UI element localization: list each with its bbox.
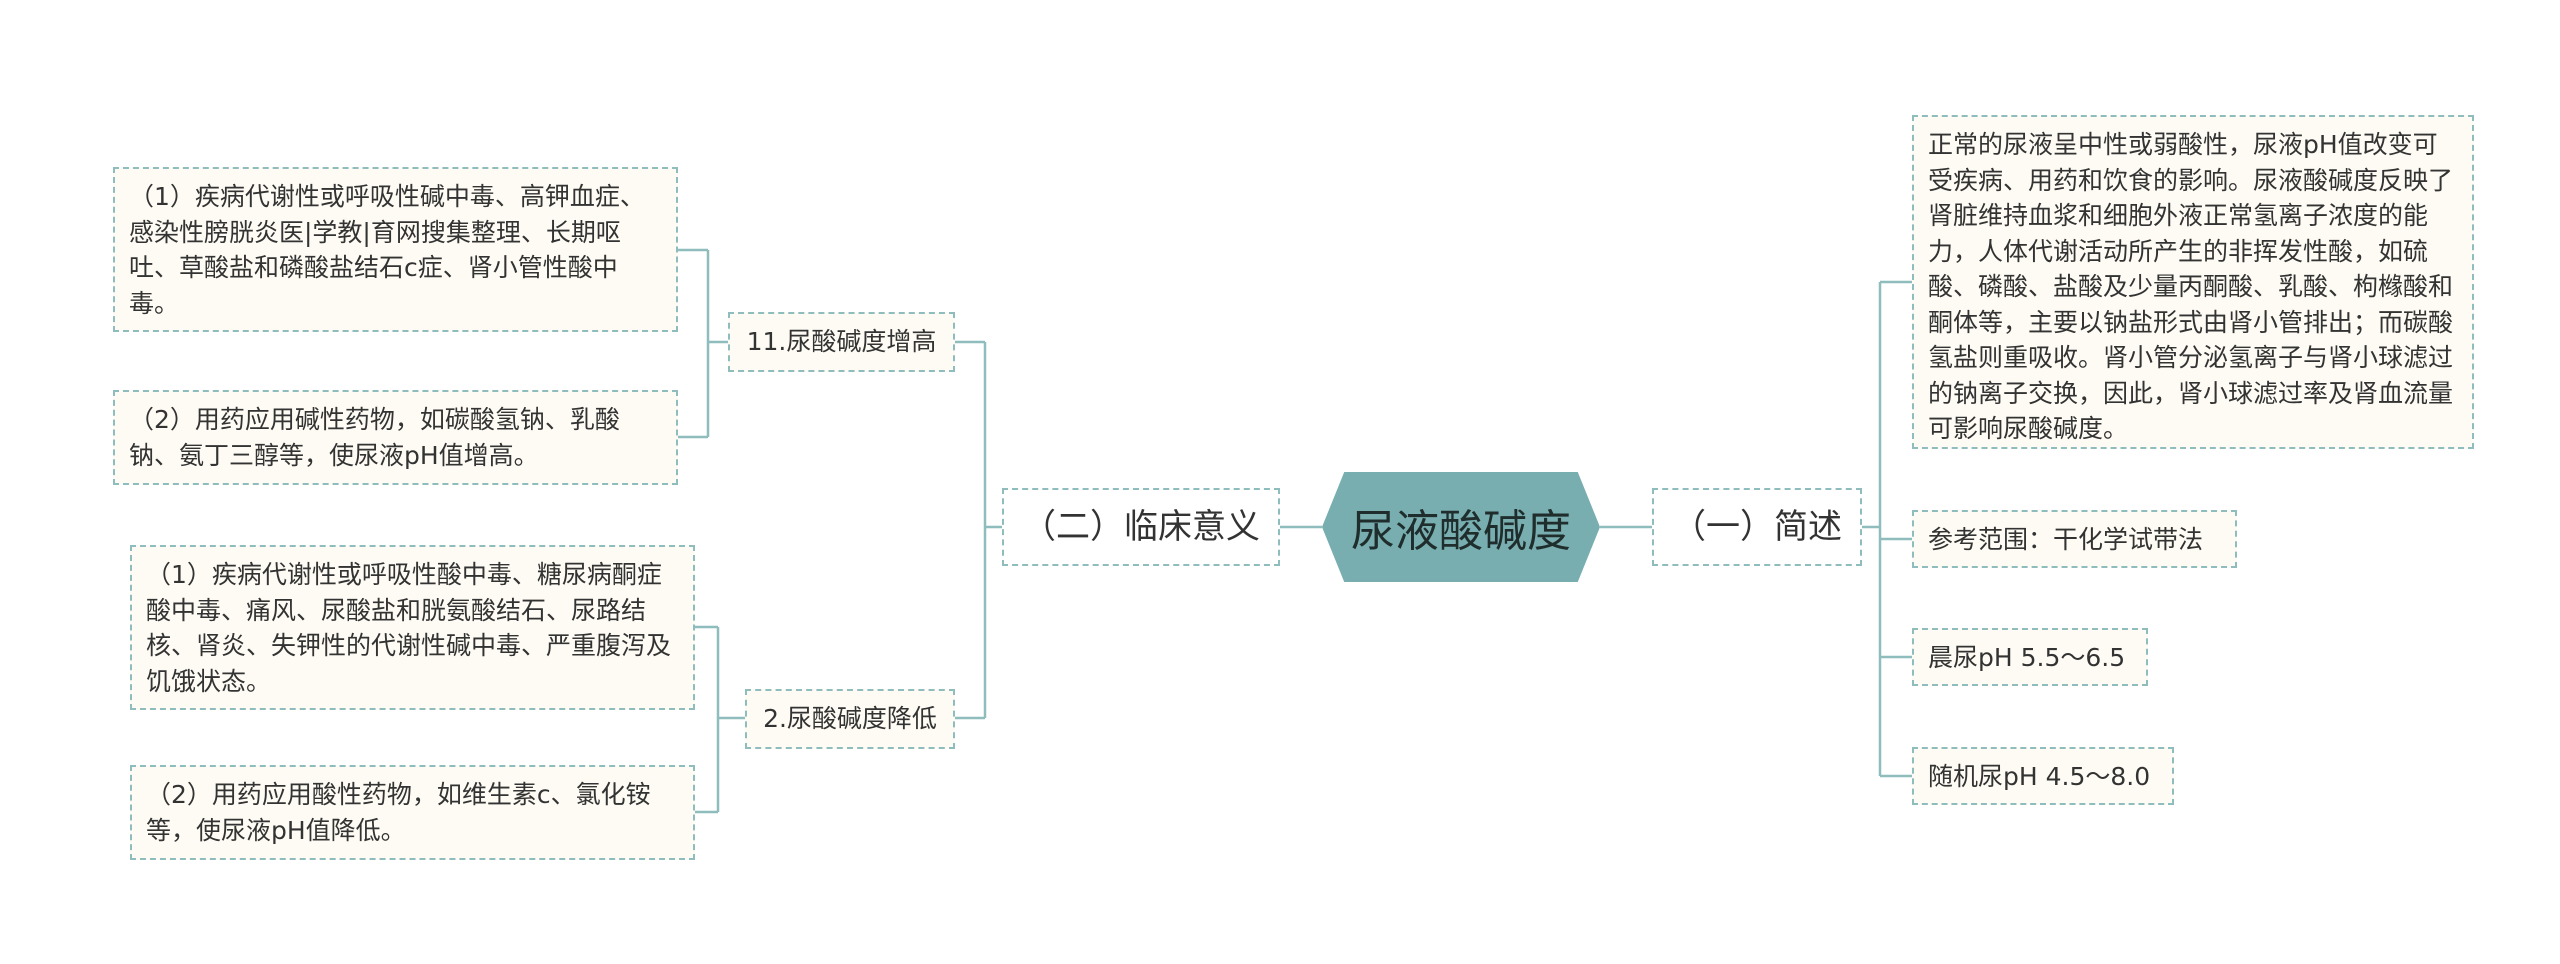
connector-decrease-trunk	[716, 627, 745, 812]
root-node[interactable]: 尿液酸碱度	[1322, 472, 1600, 582]
branch-clinical-label: （二）临床意义	[1022, 506, 1260, 547]
connector-left-trunk	[983, 342, 1002, 718]
overview-description-text: 正常的尿液呈中性或弱酸性，尿液pH值改变可受疾病、用药和饮食的影响。尿液酸碱度反…	[1928, 130, 2454, 443]
morning-urine-ph-text: 晨尿pH 5.5～6.5	[1928, 643, 2126, 672]
decrease-drug-causes[interactable]: （2）用药应用酸性药物，如维生素c、氯化铵等，使尿液pH值降低。	[130, 765, 695, 860]
sub-branch-decrease-label: 2.尿酸碱度降低	[763, 704, 937, 734]
random-urine-ph-text: 随机尿pH 4.5～8.0	[1928, 762, 2151, 791]
overview-description[interactable]: 正常的尿液呈中性或弱酸性，尿液pH值改变可受疾病、用药和饮食的影响。尿液酸碱度反…	[1912, 115, 2474, 449]
branch-clinical-significance[interactable]: （二）临床意义	[1002, 488, 1280, 566]
sub-branch-increase-label: 11.尿酸碱度增高	[746, 327, 937, 357]
increase-drug-causes[interactable]: （2）用药应用碱性药物，如碳酸氢钠、乳酸钠、氨丁三醇等，使尿液pH值增高。	[113, 390, 678, 485]
root-label: 尿液酸碱度	[1351, 506, 1571, 557]
increase-disease-causes[interactable]: （1）疾病代谢性或呼吸性碱中毒、高钾血症、感染性膀胱炎医|学教|育网搜集整理、长…	[113, 167, 678, 332]
branch-overview-label: （一）简述	[1672, 506, 1842, 547]
increase-disease-text: （1）疾病代谢性或呼吸性碱中毒、高钾血症、感染性膀胱炎医|学教|育网搜集整理、长…	[129, 182, 645, 318]
decrease-disease-causes[interactable]: （1）疾病代谢性或呼吸性酸中毒、糖尿病酮症酸中毒、痛风、尿酸盐和胱氨酸结石、尿路…	[130, 545, 695, 710]
decrease-drug-text: （2）用药应用酸性药物，如维生素c、氯化铵等，使尿液pH值降低。	[146, 780, 651, 845]
sub-branch-decrease[interactable]: 2.尿酸碱度降低	[745, 689, 955, 749]
decrease-disease-text: （1）疾病代谢性或呼吸性酸中毒、糖尿病酮症酸中毒、痛风、尿酸盐和胱氨酸结石、尿路…	[146, 560, 672, 696]
reference-range-text: 参考范围：干化学试带法	[1928, 525, 2204, 554]
morning-urine-ph[interactable]: 晨尿pH 5.5～6.5	[1912, 628, 2148, 686]
branch-overview[interactable]: （一）简述	[1652, 488, 1862, 566]
increase-drug-text: （2）用药应用碱性药物，如碳酸氢钠、乳酸钠、氨丁三醇等，使尿液pH值增高。	[129, 405, 620, 470]
sub-branch-increase[interactable]: 11.尿酸碱度增高	[728, 312, 955, 372]
connector-increase-trunk	[706, 250, 728, 437]
connector-right-trunk	[1862, 282, 1882, 776]
reference-range[interactable]: 参考范围：干化学试带法	[1912, 510, 2237, 568]
random-urine-ph[interactable]: 随机尿pH 4.5～8.0	[1912, 747, 2174, 805]
